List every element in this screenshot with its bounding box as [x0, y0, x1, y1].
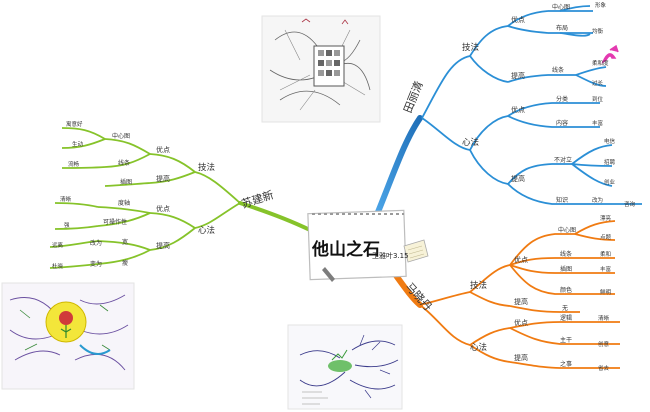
center-text: 他山之石 王雅叶3.15: [311, 239, 409, 260]
tian-xiantiao: 线条: [552, 66, 564, 74]
tian-zixun: 咨询: [624, 200, 636, 208]
ma-yanse: 颜色: [560, 286, 572, 294]
ma-chuangyi: 创意: [598, 340, 610, 348]
su-dushu: 度轴: [118, 199, 130, 207]
ma-xinfa-youdian: 优点: [514, 318, 528, 327]
su-shengdong: 生动: [72, 140, 84, 148]
tian-guoshao: 过长: [592, 79, 604, 87]
su-branch-lines: [49, 127, 241, 269]
branch-name-tian: 田丽清: [401, 79, 425, 114]
su-jifa-tigao: 提高: [156, 174, 170, 183]
branch-name-ma: 马晓丹: [403, 280, 435, 313]
center-card: [307, 209, 429, 282]
ma-labels: 技法 心法 优点 提高 中心图 线条 插图 颜色 漂亮 点题 柔和 丰富 鲜明 …: [470, 214, 612, 372]
tian-daowei: 到位: [592, 95, 604, 103]
su-jifa: 技法: [198, 162, 215, 173]
tian-buduili: 不对立: [554, 156, 572, 164]
thumbnail-bottom: [287, 324, 403, 410]
su-labels: 技法 心法 优点 提高 中心图 线条 寓意好 生动 流畅 插图 优点 提高 度轴…: [52, 120, 215, 270]
tian-jifa-tigao: 提高: [511, 71, 525, 80]
ma-xiqu: 省去: [598, 364, 610, 372]
ma-xinfa: 心法: [470, 342, 487, 353]
ma-piaoliang: 漂亮: [600, 214, 612, 222]
tian-xinfa: 心法: [462, 137, 479, 148]
tian-zhishi: 知识: [556, 196, 568, 204]
tian-labels: 技法 心法 优点 提高 中心图 布局 形象 均衡 线条 柔和度 过长 优点 提高…: [462, 1, 636, 208]
ma-branch-lines: [419, 220, 620, 369]
su-xiaoguohao: 寓意好: [66, 120, 83, 128]
su-qiang: 强: [64, 222, 70, 229]
tian-branch-lines: [421, 5, 642, 205]
ma-zhongxintu: 中心图: [558, 226, 576, 234]
tian-buju: 布局: [556, 24, 568, 32]
ma-tuchu: 点题: [600, 234, 612, 241]
su-yuanli: 远离: [52, 241, 64, 249]
pink-arrow-icon: [601, 44, 619, 65]
su-bianwei: 变为: [90, 260, 102, 268]
ma-jifa-youdian: 优点: [514, 255, 528, 264]
tian-jifa-youdian: 优点: [511, 15, 525, 24]
tian-junheng: 均衡: [592, 27, 604, 35]
su-qingxi: 清晰: [60, 195, 72, 203]
ma-jifa: 技法: [470, 280, 487, 291]
su-zhongxintu: 中心图: [112, 132, 130, 140]
tian-dianxin: 电信: [604, 137, 616, 145]
ma-zhugan: 主干: [560, 336, 572, 344]
ma-qingxi: 清晰: [598, 314, 610, 322]
ma-jifa-tigao: 提高: [514, 297, 528, 306]
ma-xianming: 鲜明: [600, 288, 612, 296]
ma-fengfu: 丰富: [600, 265, 612, 273]
su-liuchang: 流畅: [68, 160, 80, 168]
su-kuan: 宽: [122, 238, 128, 246]
tian-jifa: 技法: [462, 42, 479, 53]
ma-luoji: 逻辑: [560, 314, 572, 322]
ma-chatu: 插图: [560, 265, 572, 273]
ma-xiantiao: 线条: [560, 250, 572, 258]
thumbnail-top: [261, 15, 381, 123]
center-subtitle: 王雅叶3.15: [372, 251, 409, 260]
thumbnail-left: [1, 282, 135, 390]
tian-rouhedu: 柔和度: [592, 59, 609, 67]
su-xinfa-tigao: 提高: [156, 241, 170, 250]
tian-xinfa-youdian: 优点: [511, 105, 525, 114]
su-duxiao: 杜晓: [52, 262, 64, 270]
su-xiantiao: 线条: [118, 159, 130, 167]
tian-xingxiang: 形象: [595, 1, 607, 9]
tian-fenlei: 分类: [556, 95, 568, 103]
center-title: 他山之石: [311, 239, 380, 260]
tian-neirong: 内容: [556, 119, 568, 127]
su-kecaozuoxing: 可操作性: [103, 218, 127, 226]
tian-fengfu: 丰富: [592, 119, 604, 127]
tian-zhaopin: 招聘: [604, 158, 616, 166]
su-chatu: 插图: [120, 178, 132, 186]
tian-chuangye: 创业: [604, 178, 616, 186]
ma-zhishi: 之事: [560, 360, 572, 368]
su-xinfa-youdian: 优点: [156, 204, 170, 213]
su-gaiwei: 改为: [90, 239, 102, 247]
ma-rouhe: 柔和: [600, 250, 611, 258]
tian-gaiwei: 改为: [592, 196, 603, 204]
su-shou: 瘦: [122, 259, 128, 267]
ma-xinfa-tigao: 提高: [514, 353, 528, 362]
su-jifa-youdian: 优点: [156, 145, 170, 154]
tian-xinfa-tigao: 提高: [511, 174, 525, 183]
ma-wu: 无: [562, 305, 568, 312]
tian-zhongxintu: 中心图: [552, 3, 570, 11]
su-xinfa: 心法: [198, 225, 215, 236]
